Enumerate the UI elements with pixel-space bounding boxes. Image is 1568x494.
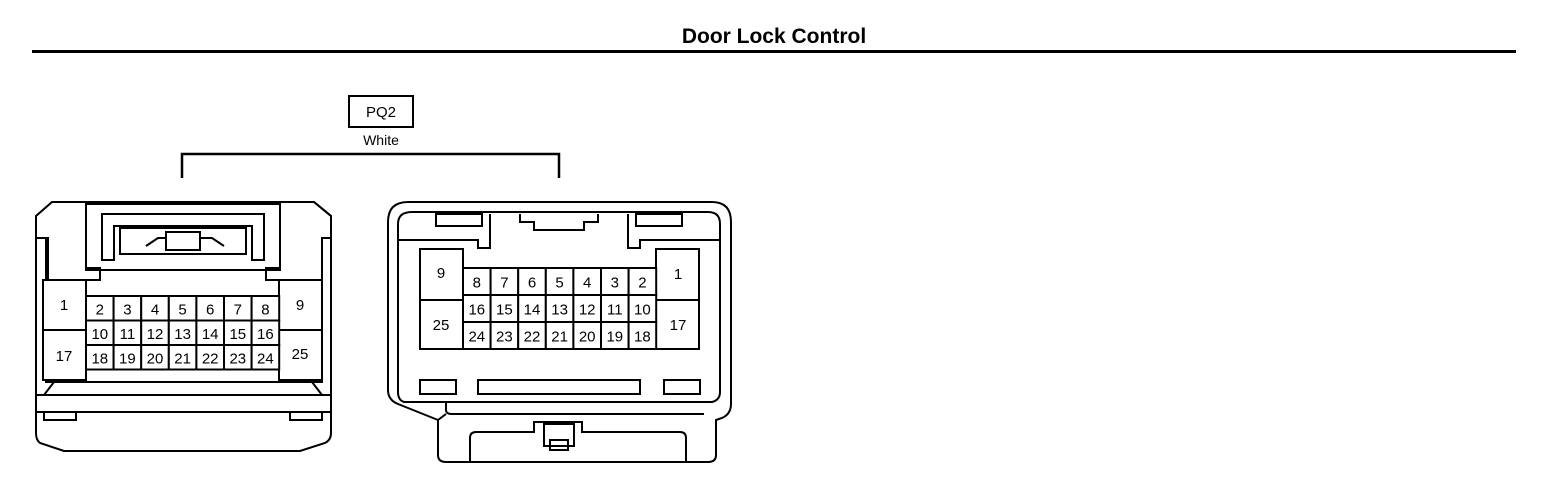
pin-label: 15 <box>496 302 513 319</box>
pin-cell <box>140 295 170 322</box>
pin-cell <box>167 344 198 371</box>
pin-cell <box>167 295 198 322</box>
pin-label: 1 <box>60 297 68 314</box>
pin-label: 6 <box>206 301 214 318</box>
pin-cell <box>223 344 253 371</box>
pin-label: 25 <box>433 317 450 334</box>
pin-cell <box>462 294 492 323</box>
pin-label: 1 <box>674 266 682 283</box>
pin-label: 20 <box>579 329 596 346</box>
pin-label: 13 <box>174 326 191 343</box>
pin-label: 5 <box>178 301 186 318</box>
pin-cell <box>462 321 492 350</box>
pin-label: 7 <box>500 275 508 292</box>
left-large-pins-b: 9 25 <box>278 279 323 381</box>
pin-cell <box>195 319 225 346</box>
pin-label: 25 <box>292 346 309 363</box>
pin-cell <box>140 344 170 371</box>
connector-right-housing <box>387 201 732 463</box>
connector-left-housing <box>35 201 332 452</box>
right-large-pins-b: 1 17 <box>655 248 700 350</box>
pin-label: 24 <box>468 329 485 346</box>
pin-label: 11 <box>120 326 136 343</box>
pin-label: 16 <box>257 326 274 343</box>
pin-label: 8 <box>473 275 481 292</box>
pin-cell <box>600 267 630 296</box>
pin-cell <box>489 321 520 350</box>
pin-label: 17 <box>56 348 73 365</box>
pin-label: 3 <box>123 301 131 318</box>
pin-label: 13 <box>551 302 568 319</box>
right-large-pins-a: 9 25 <box>419 248 464 350</box>
pin-cell <box>250 295 281 322</box>
pin-label: 3 <box>611 275 619 292</box>
pin-cell <box>544 267 575 296</box>
pin-label: 9 <box>437 265 445 282</box>
pin-label: 18 <box>634 329 651 346</box>
pin-cell <box>627 321 658 350</box>
pin-cell <box>572 321 603 350</box>
pin-label: 4 <box>583 275 591 292</box>
pin-label: 24 <box>257 350 274 367</box>
pin-label: 16 <box>468 302 485 319</box>
pin-cell <box>195 295 225 322</box>
right-small-pin-grid: 8 7 6 5 4 3 2 16 15 14 13 12 11 10 24 23 22 21 20 19 18 <box>462 267 658 350</box>
pin-cell <box>544 321 575 350</box>
pin-label: 2 <box>96 301 104 318</box>
pin-label: 21 <box>551 329 568 346</box>
pin-label: 12 <box>147 326 164 343</box>
pin-label: 17 <box>670 317 687 334</box>
pin-label: 14 <box>524 302 541 319</box>
pin-label: 9 <box>296 297 304 314</box>
pin-label: 18 <box>91 350 108 367</box>
pin-label: 10 <box>634 302 651 319</box>
pin-cell <box>544 294 575 323</box>
pin-label: 23 <box>496 329 513 346</box>
pin-label: 2 <box>638 275 646 292</box>
pin-label: 22 <box>202 350 219 367</box>
pin-cell <box>489 267 520 296</box>
diagram-title: Door Lock Control <box>681 25 867 48</box>
pin-label: 22 <box>524 329 541 346</box>
left-large-pins-a: 1 17 <box>42 279 87 381</box>
pin-label: 6 <box>528 275 536 292</box>
pin-label: 10 <box>91 326 108 343</box>
pin-label: 19 <box>119 350 136 367</box>
pin-label: 8 <box>261 301 269 318</box>
pin-label: 20 <box>147 350 164 367</box>
pin-label: 21 <box>174 350 191 367</box>
pin-label: 7 <box>234 301 242 318</box>
pin-cell <box>250 344 281 371</box>
connector-code-label: PQ2 White <box>348 95 414 148</box>
pin-label: 11 <box>607 302 623 319</box>
connector-code: PQ2 <box>366 104 396 121</box>
pin-label: 4 <box>151 301 159 318</box>
connector-color: White <box>363 132 399 148</box>
pin-cell <box>627 294 658 323</box>
pin-label: 19 <box>606 329 623 346</box>
pin-label: 23 <box>229 350 246 367</box>
connector-bracket <box>180 152 561 178</box>
pin-label: 15 <box>229 326 246 343</box>
title-rule <box>32 50 1516 53</box>
pin-label: 14 <box>202 326 219 343</box>
pin-cell <box>85 344 115 371</box>
pin-label: 12 <box>579 302 596 319</box>
pin-label: 5 <box>555 275 563 292</box>
